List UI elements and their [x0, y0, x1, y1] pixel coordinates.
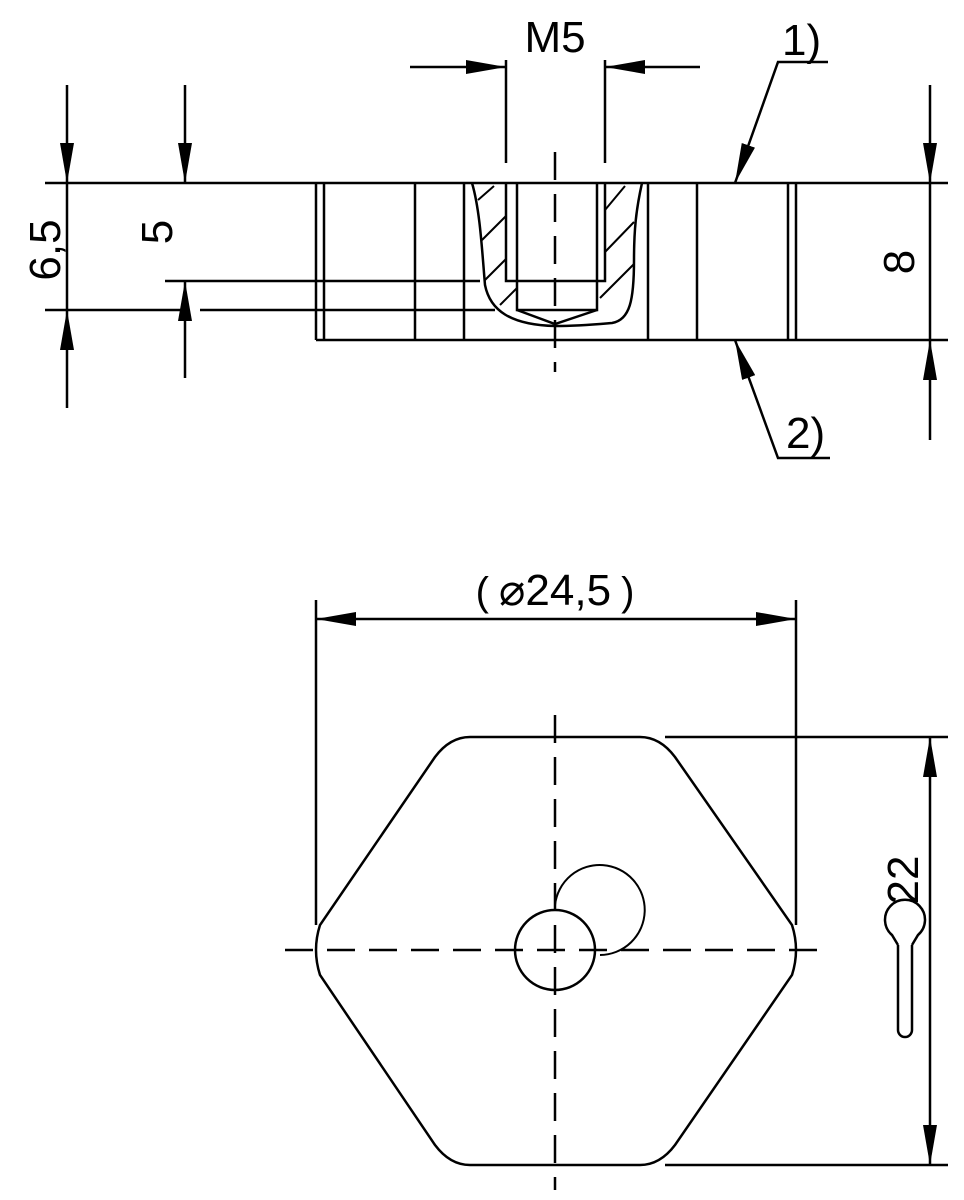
wrench-icon: [883, 898, 927, 1039]
callout-1: 1): [782, 16, 821, 65]
wrench-size-dimension: 22: [879, 856, 928, 905]
dim-height-8: 8: [875, 250, 924, 274]
side-view: M5 6,5 5 8 1) 2): [21, 13, 948, 460]
thread-size-label: M5: [524, 13, 585, 62]
callout-2: 2): [786, 409, 825, 458]
hex-nut-outline: [314, 735, 798, 1167]
dim-thread-depth: 5: [133, 220, 182, 244]
thread-arc: [554, 864, 646, 956]
dim-overall-height: 6,5: [21, 219, 70, 280]
top-view: (⌀24,5) 22: [285, 566, 948, 1190]
diameter-dimension: (⌀24,5): [476, 566, 635, 615]
